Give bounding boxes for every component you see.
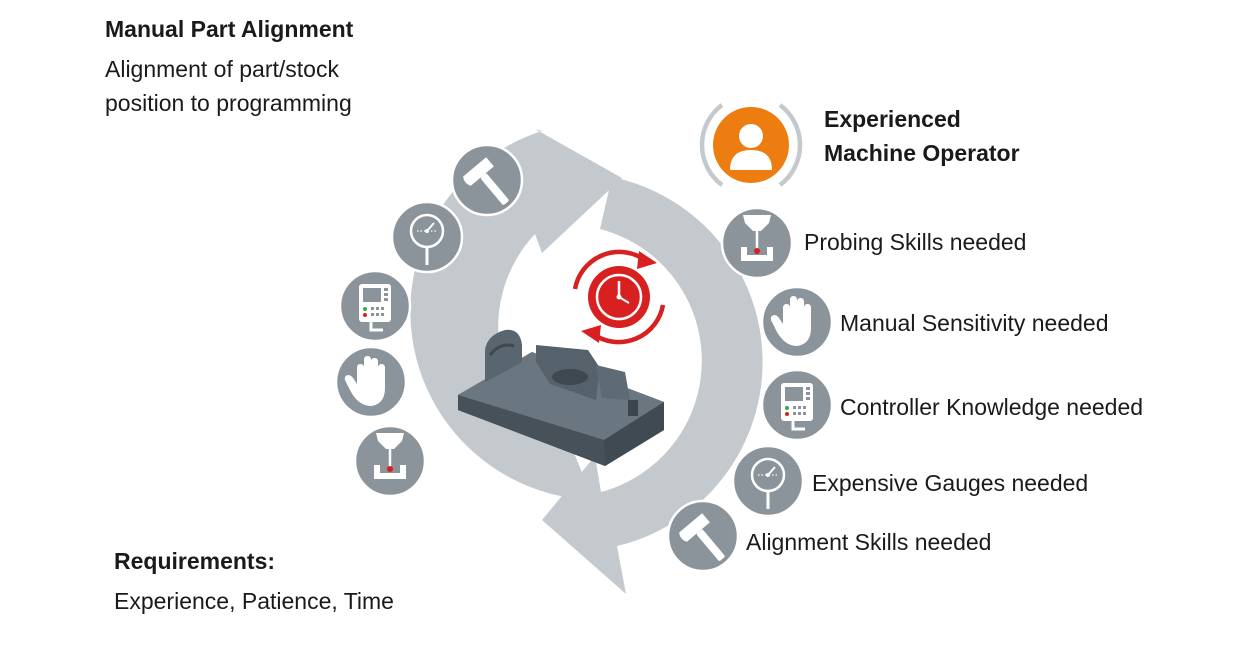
right-icon-column	[666, 206, 834, 573]
need-label-alignment: Alignment Skills needed	[746, 529, 992, 555]
intro-title: Manual Part Alignment	[105, 16, 354, 42]
operator-title-line2: Machine Operator	[824, 140, 1020, 166]
need-label-probing: Probing Skills needed	[804, 229, 1027, 255]
intro-desc-line2: position to programming	[105, 90, 352, 116]
requirements-text: Experience, Patience, Time	[114, 588, 394, 614]
machine-part-image	[458, 329, 664, 466]
operator-avatar-icon	[699, 103, 803, 187]
operator-title-line1: Experienced	[824, 106, 961, 132]
need-label-sensitivity: Manual Sensitivity needed	[840, 310, 1109, 336]
left-icon-column	[334, 143, 524, 498]
need-label-gauges: Expensive Gauges needed	[812, 470, 1089, 496]
clock-cycle-icon	[572, 249, 666, 345]
requirements-title: Requirements:	[114, 548, 276, 574]
cycle-arrow-right	[542, 177, 763, 594]
right-hammer-icon	[666, 499, 740, 573]
left-controller-icon	[338, 269, 412, 343]
left-gauge-icon	[390, 200, 464, 274]
left-probe-icon	[353, 424, 427, 498]
right-controller-icon	[760, 368, 834, 442]
right-hand-icon	[760, 285, 834, 359]
need-label-controller: Controller Knowledge needed	[840, 394, 1144, 420]
left-hand-icon	[334, 345, 408, 419]
right-gauge-icon	[731, 444, 805, 518]
left-hammer-icon	[450, 143, 524, 217]
intro-desc-line1: Alignment of part/stock	[105, 56, 339, 82]
right-probe-icon	[720, 206, 794, 280]
